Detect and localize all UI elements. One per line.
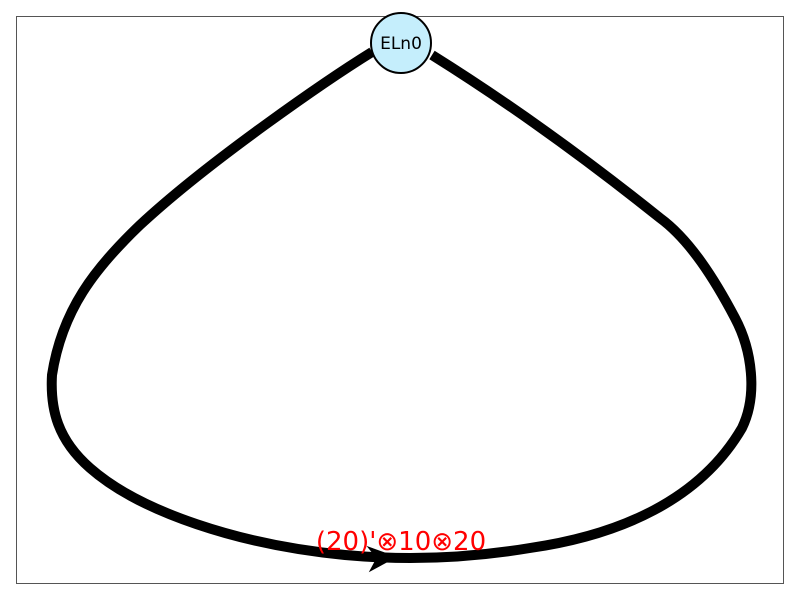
self-loop-edge [46,47,757,564]
diagram-frame [16,16,784,584]
edge-arrowhead [366,545,398,573]
node-circle [370,12,432,74]
node-label: ELn0 [380,34,422,54]
edge-label: (20)'⊗10⊗20 [316,527,486,557]
node-ELn0[interactable]: ELn0 [370,12,432,74]
